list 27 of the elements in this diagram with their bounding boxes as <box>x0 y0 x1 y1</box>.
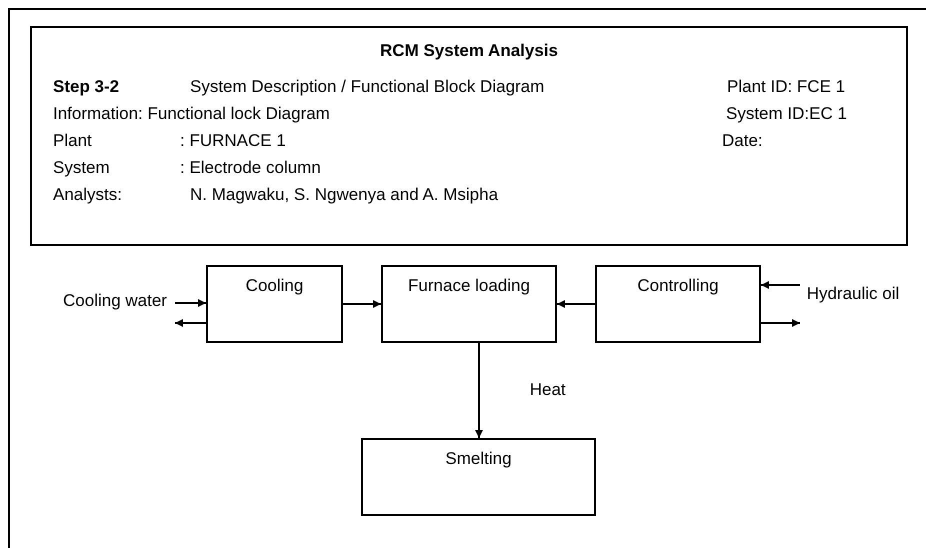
header-field: N. Magwaku, S. Ngwenya and A. Msipha <box>190 184 498 206</box>
arrow <box>761 281 800 289</box>
header-field: Information: Functional lock Diagram <box>53 103 330 124</box>
process-box: Smelting <box>361 438 596 516</box>
header-panel <box>30 26 908 246</box>
flow-label: Hydraulic oil <box>800 264 906 324</box>
header-field: Plant <box>53 130 92 152</box>
process-box: Furnace loading <box>381 265 557 343</box>
arrow <box>761 319 800 327</box>
arrow <box>557 300 595 308</box>
arrow <box>175 299 206 307</box>
process-box: Controlling <box>595 265 761 343</box>
header-field: Step 3-2 <box>53 76 120 98</box>
header-field: Date: <box>722 130 763 152</box>
header-field: : Electrode column <box>180 157 321 178</box>
header-field: Plant ID: FCE 1 <box>727 76 846 98</box>
process-box: Cooling <box>206 265 343 343</box>
header-field: System <box>53 157 110 178</box>
header-field: Analysts: <box>53 184 122 206</box>
header-title: RCM System Analysis <box>379 40 559 62</box>
header-field: System Description / Functional Block Diagram <box>190 76 544 98</box>
arrow <box>475 343 483 438</box>
flow-label: Cooling water <box>55 268 175 334</box>
header-field: : FURNACE 1 <box>180 130 286 152</box>
arrow <box>175 319 206 327</box>
header-field: System ID:EC 1 <box>726 103 847 124</box>
arrow <box>343 300 381 308</box>
